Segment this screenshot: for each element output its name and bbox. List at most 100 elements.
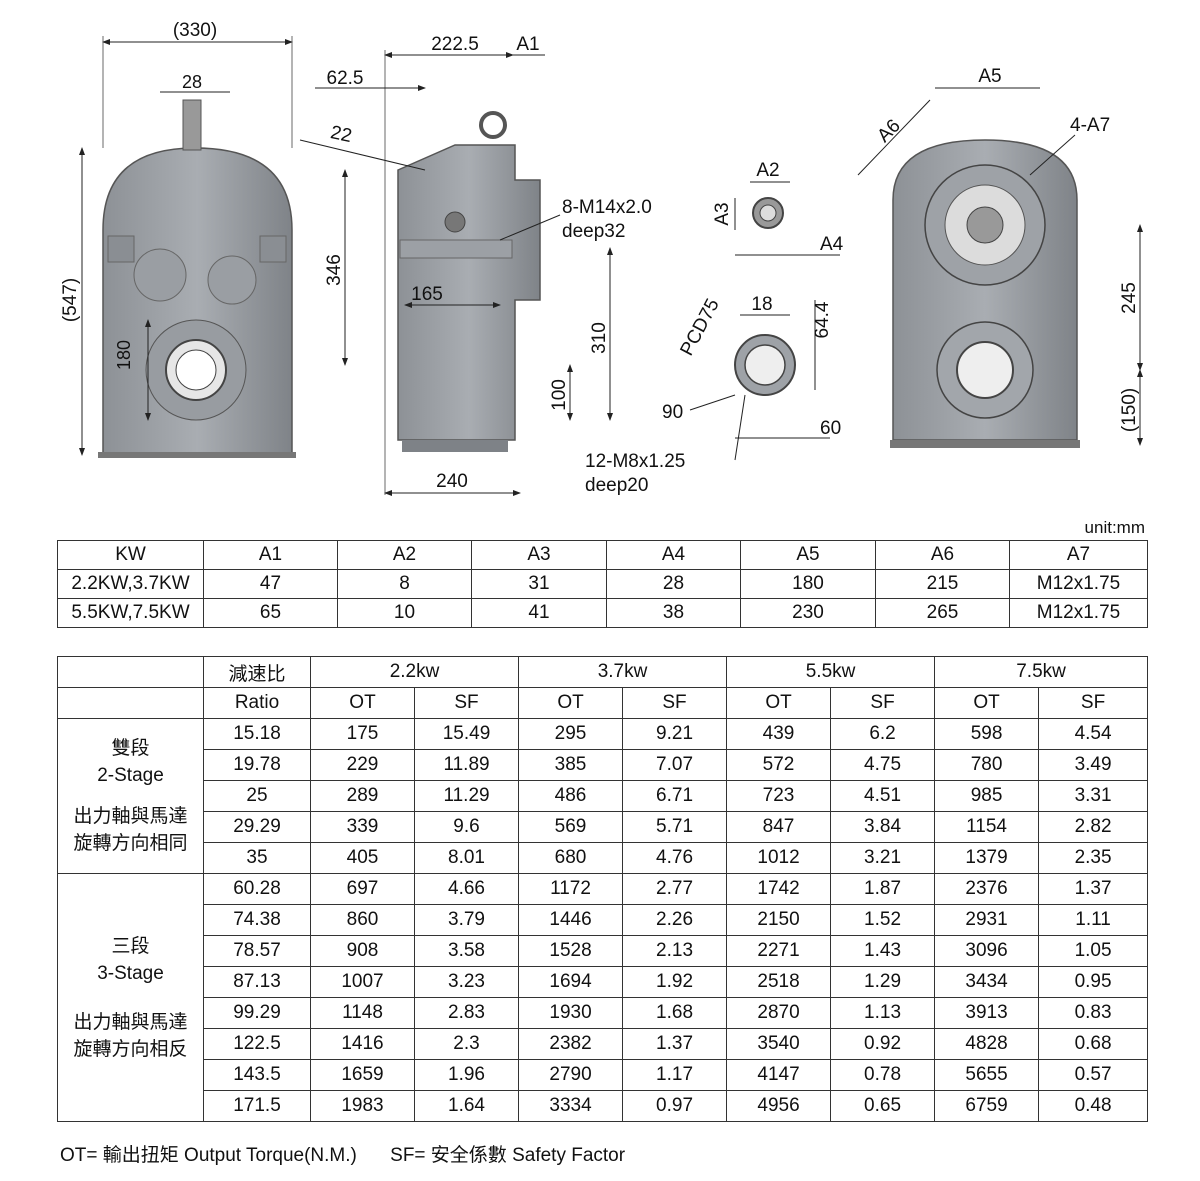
ot-cell: 860 [310,904,415,936]
ot-cell: 1446 [518,904,624,936]
ot-cell: 2931 [934,904,1040,936]
sf-cell: 6.71 [622,780,728,812]
ot-cell: 697 [310,873,415,905]
cell: 5.5KW,7.5KW [57,598,204,628]
ot-cell: 486 [518,780,624,812]
empty-cell [57,656,204,688]
sf-cell: 1.13 [830,997,936,1029]
dim-a3: A3 [712,202,733,225]
dim-245: 245 [1119,282,1140,314]
cell: 31 [471,569,607,599]
dim-a6: A6 [873,115,904,146]
power-37: 3.7kw [518,656,728,688]
ot-cell: 4147 [726,1059,832,1091]
dim-240: 240 [436,471,468,492]
col-a7: A7 [1009,540,1148,570]
cell: 10 [337,598,472,628]
sf-cell: 2.35 [1038,842,1149,874]
ot-header: OT [934,687,1040,719]
dim-100: 100 [549,379,570,411]
sf-cell: 4.66 [413,873,520,905]
stage-2-label: 雙段 2-Stage 出力軸與馬達旋轉方向相同 [57,718,204,874]
sf-cell: 11.29 [413,780,520,812]
stage-label-line: 2-Stage [97,765,164,786]
ot-cell: 1983 [310,1090,415,1122]
ratio-cn: 減速比 [203,656,311,688]
cell: 47 [203,569,338,599]
tap-note-2: deep32 [562,221,625,242]
sf-cell: 2.77 [622,873,728,905]
ot-cell: 569 [518,811,624,843]
sf-cell: 0.97 [622,1090,728,1122]
dim-hole: 22 [329,122,354,147]
col-a1: A1 [203,540,338,570]
dim-62: 62.5 [327,68,364,89]
sf-cell: 3.84 [830,811,936,843]
shaft-detail: A2 A3 A4 [712,160,844,256]
ot-cell: 1694 [518,966,624,998]
ratio-cell: 19.78 [203,749,311,781]
sf-cell: 15.49 [413,718,520,750]
ot-cell: 2376 [934,873,1040,905]
ot-cell: 6759 [934,1090,1040,1122]
dim-key18: 18 [751,294,772,315]
stage-label-line: 三段 [111,935,150,957]
ot-cell: 1154 [934,811,1040,843]
dim-310: 310 [589,322,610,354]
dim-90: 90 [662,402,683,423]
sf-cell: 1.29 [830,966,936,998]
ot-cell: 385 [518,749,624,781]
dim-60: 60 [820,418,841,439]
ot-cell: 5655 [934,1059,1040,1091]
ot-cell: 3096 [934,935,1040,967]
dim-key: 28 [182,72,202,92]
sf-cell: 2.83 [413,997,520,1029]
power-22: 2.2kw [309,656,520,688]
dim-64: 64.4 [812,301,833,338]
ot-cell: 339 [310,811,415,843]
sf-cell: 9.21 [622,718,728,750]
sf-cell: 0.57 [1038,1059,1149,1091]
cell: 8 [337,569,472,599]
ot-cell: 229 [310,749,415,781]
sf-cell: 0.83 [1038,997,1149,1029]
ot-cell: 2870 [726,997,832,1029]
cell: M12x1.75 [1009,569,1148,599]
ratio-cell: 78.57 [203,935,311,967]
ot-cell: 908 [310,935,415,967]
sf-header: SF [1038,687,1149,719]
col-a4: A4 [606,540,741,570]
sf-cell: 9.6 [413,811,520,843]
stage-label-line: 旋轉方向相同 [73,833,188,854]
side-view: 222.5 A1 62.5 22 346 165 310 100 240 8-M… [299,34,652,496]
sf-cell: 0.65 [830,1090,936,1122]
ot-cell: 1172 [518,873,624,905]
stage-label-line: 出力軸與馬達 [73,806,188,827]
cell: 230 [740,598,876,628]
ot-cell: 1659 [310,1059,415,1091]
dimension-table: KW A1 A2 A3 A4 A5 A6 A7 2.2KW,3.7KW 47 8… [57,540,1148,628]
sf-cell: 1.87 [830,873,936,905]
ratio-cell: 99.29 [203,997,311,1029]
sf-cell: 1.17 [622,1059,728,1091]
empty-cell [57,687,204,719]
table-row: 5.5KW,7.5KW 65 10 41 38 230 265 M12x1.75 [57,598,1148,628]
cell: 38 [606,598,741,628]
ratio-cell: 35 [203,842,311,874]
dim-a4: A4 [820,234,844,255]
ratio-cell: 29.29 [203,811,311,843]
ot-cell: 3540 [726,1028,832,1060]
sf-cell: 0.78 [830,1059,936,1091]
cell: M12x1.75 [1009,598,1148,628]
sf-cell: 4.54 [1038,718,1149,750]
stage-label-line: 雙段 [111,738,150,759]
ot-cell: 175 [310,718,415,750]
ot-cell: 2382 [518,1028,624,1060]
sf-cell: 3.49 [1038,749,1149,781]
col-a2: A2 [337,540,472,570]
sf-cell: 4.51 [830,780,936,812]
ot-cell: 3434 [934,966,1040,998]
